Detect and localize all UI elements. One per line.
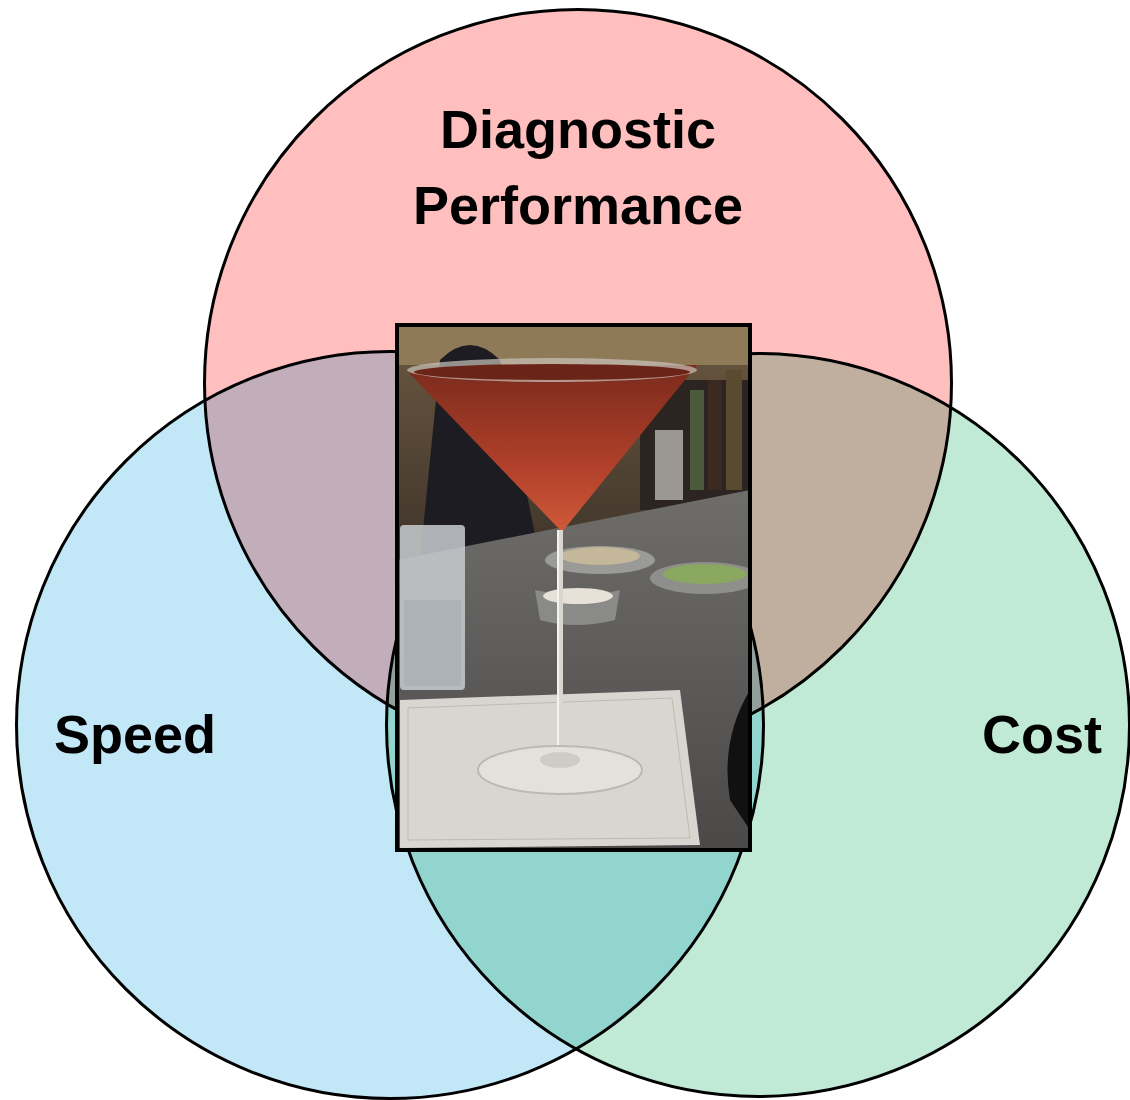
circle-label: Diagnostic Performance [368, 92, 788, 243]
circle-label: Speed [54, 697, 216, 773]
circle-fill [387, 354, 1130, 1097]
venn-circle: Speed [15, 350, 765, 1100]
circle-label: Cost [982, 697, 1102, 773]
venn-circle: Diagnostic Performance [203, 8, 953, 758]
venn-circle: Cost [385, 352, 1130, 1098]
